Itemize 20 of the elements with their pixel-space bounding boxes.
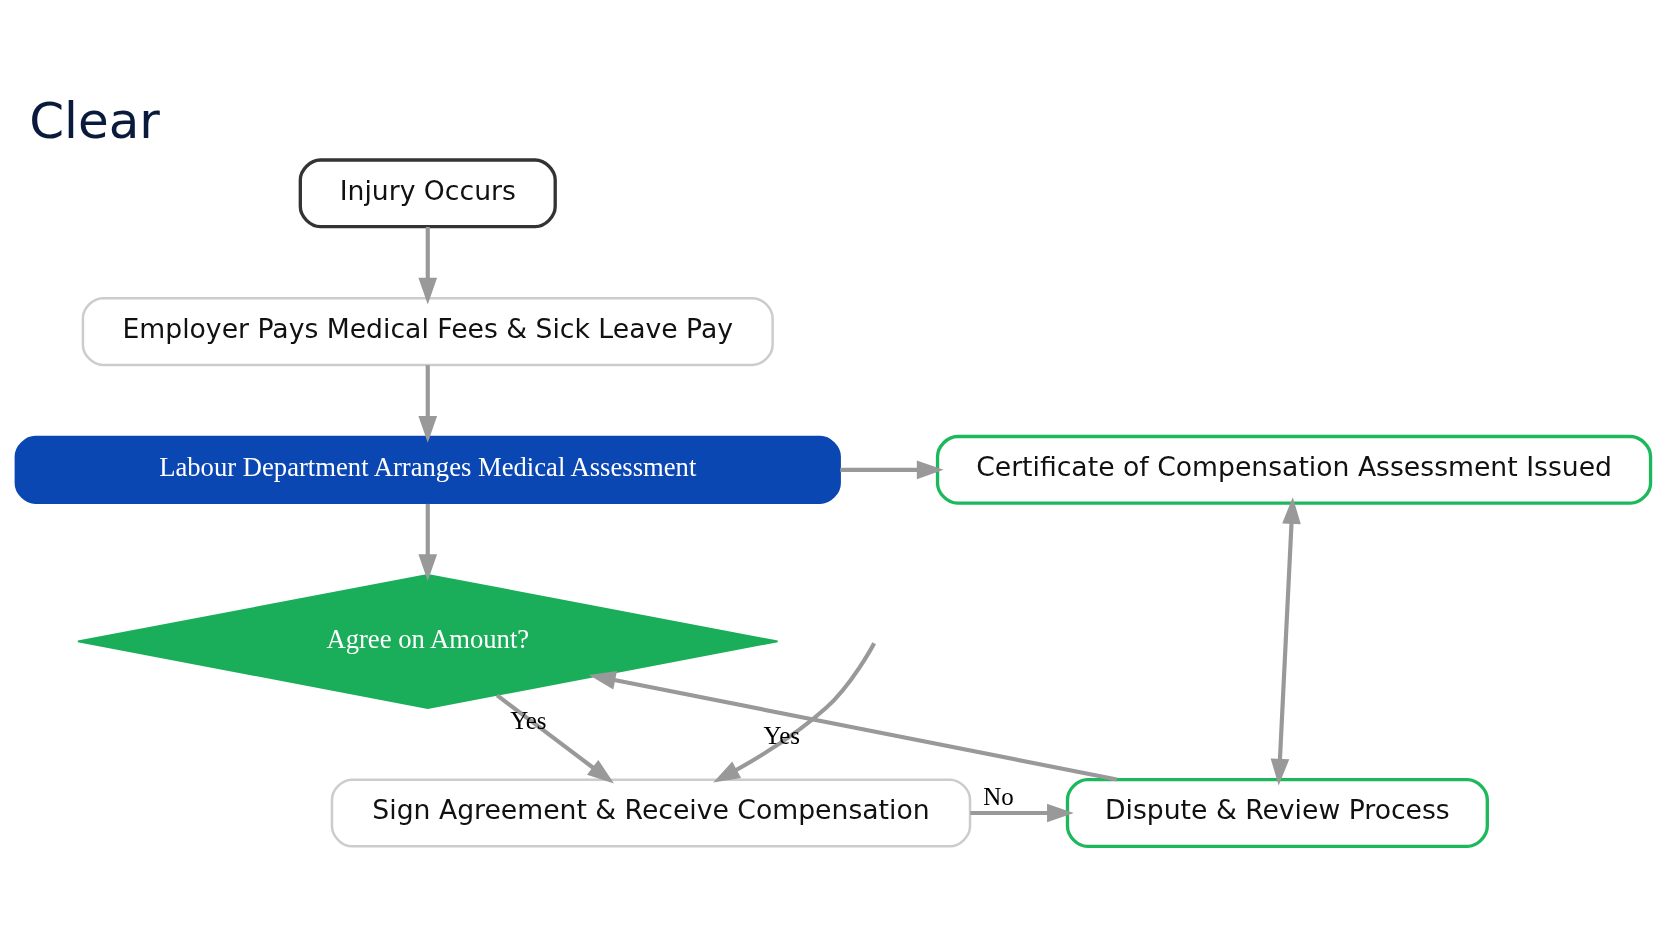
arrow (418, 364, 438, 443)
arrow (418, 503, 438, 581)
node-box: Injury Occurs (298, 157, 557, 228)
edge-label: No (983, 782, 1014, 810)
arrow (588, 670, 1118, 782)
node-box: Sign Agreement & Receive Compensation (330, 777, 972, 848)
edge-label: Yes (510, 706, 547, 734)
node-box: Employer Pays Medical Fees & Sick Leave Pay (81, 296, 774, 366)
arrow (840, 460, 944, 479)
edge-label: Yes (763, 721, 800, 749)
arrow (1270, 496, 1301, 785)
node-box: Labour Department Arranges Medical Assessment (14, 435, 841, 504)
arrow (970, 803, 1074, 822)
arrow (713, 641, 876, 782)
arrow (495, 693, 614, 783)
node-box: Certificate of Compensation Assessment Issued (935, 434, 1653, 505)
diagram-title: Clear (29, 91, 160, 150)
node-diamond: Agree on Amount? (77, 573, 779, 709)
node-box: Dispute & Review Process (1065, 777, 1489, 848)
arrow (418, 226, 438, 304)
